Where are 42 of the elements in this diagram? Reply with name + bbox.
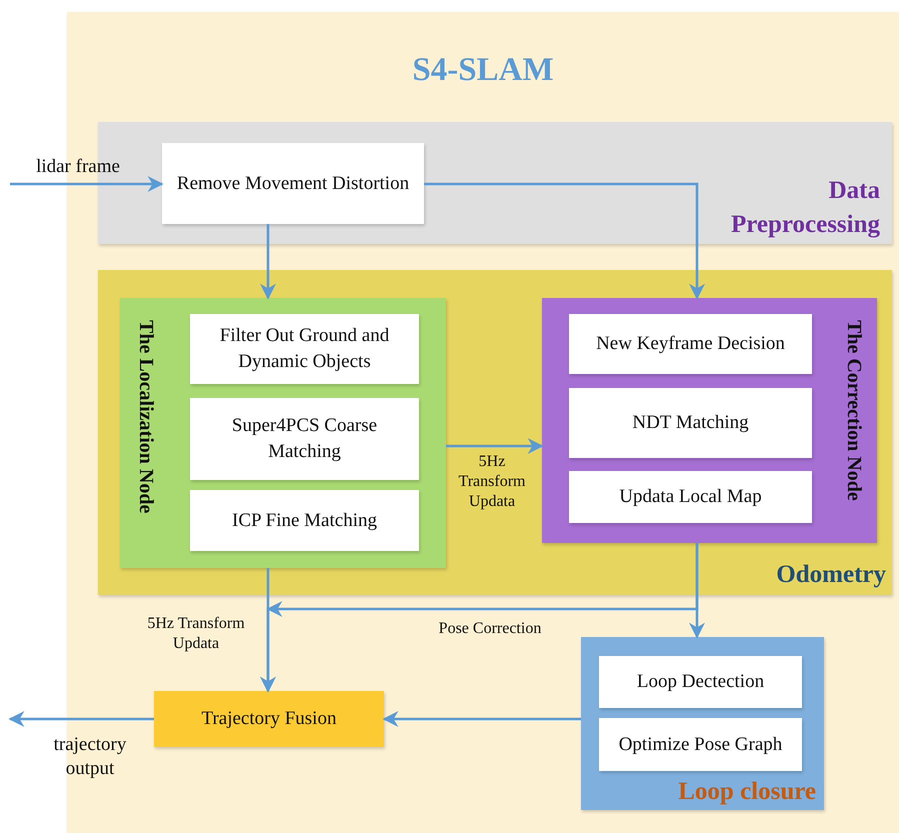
process-box [569,314,812,374]
process-box [190,490,419,551]
arrow [260,543,698,693]
arrow [8,711,154,727]
process-box [190,314,419,384]
arrow [446,438,544,454]
process-box [190,398,419,480]
step-label: New Keyframe Decision [595,332,786,356]
step-label: Loop Dectection [636,670,766,694]
edge-label: trajectory output [52,733,128,780]
step-label: Super4PCS Coarse Matching [230,414,378,464]
node-group [581,637,824,810]
step-label: NDT Matching [631,411,750,436]
edge-label: Pose Correction [438,619,542,639]
step-label: Remove Movement Distortion [176,172,410,196]
process-box [599,656,802,708]
group-heading: Data Preprocessing [730,176,880,240]
edge-label: 5Hz Transform Updata [146,614,246,654]
diagram-title: S4-SLAM [412,52,554,89]
group-heading: The Localization Node [134,320,157,514]
process-box [162,143,424,224]
step-label: Trajectory Fusion [200,707,338,732]
process-box [599,718,802,771]
stage-band [98,270,892,595]
step-label: Filter Out Ground and Dynamic Objects [218,324,390,374]
process-box [569,471,812,523]
process-box [569,388,812,458]
group-heading: Odometry [776,561,886,589]
step-label: ICP Fine Matching [231,508,378,533]
group-heading: The Correction Node [842,320,865,501]
arrow [424,182,705,300]
step-label: Updata Local Map [618,485,763,510]
step-label: Optimize Pose Graph [618,732,784,757]
node-group [120,298,446,568]
arrow [10,176,164,192]
arrow [382,711,581,727]
node-group [542,298,877,543]
edge-label: lidar frame [35,155,121,179]
process-box [154,691,384,747]
edge-label: 5Hz Transform Updata [458,452,526,512]
group-heading: Loop closure [678,778,816,806]
arrow [260,224,276,300]
